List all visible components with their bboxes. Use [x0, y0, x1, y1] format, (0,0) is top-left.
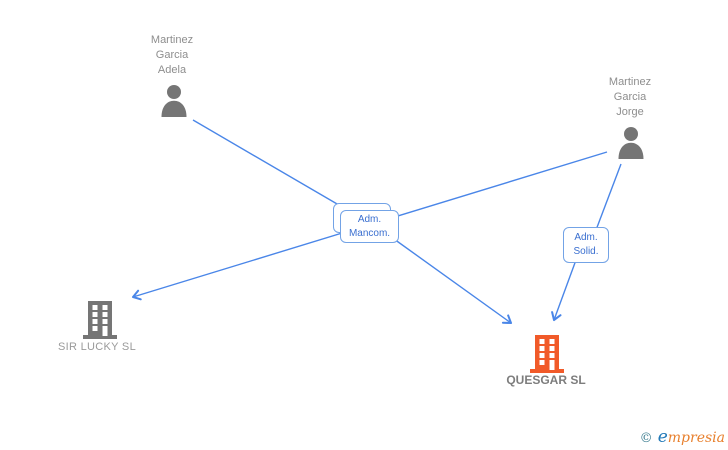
person-label-line: Garcia [155, 49, 189, 61]
person-label-line: Martinez [608, 76, 652, 88]
empresia-logo-text: mpresia [667, 430, 725, 446]
edge-mancom-to-quesgar [393, 238, 513, 325]
person-node-jorge[interactable] [616, 126, 646, 164]
empresia-logo: © empresia [640, 427, 725, 447]
relation-label-line: Adm. [357, 213, 382, 225]
company-node-sir-lucky[interactable] [81, 299, 119, 344]
relation-label-line: Mancom. [348, 227, 391, 239]
copyright-icon: © [639, 431, 653, 446]
empresia-logo-initial: e [657, 427, 668, 447]
person-label-line: Martinez [150, 34, 194, 46]
person-node-adela[interactable] [159, 84, 189, 122]
person-label-adela: Martinez Garcia Adela [92, 33, 252, 78]
relation-label-line: Adm. [574, 232, 598, 243]
person-label-jorge: Martinez Garcia Jorge [550, 75, 710, 120]
relation-label-line: Solid. [573, 246, 599, 257]
company-node-quesgar[interactable] [528, 333, 566, 378]
person-label-line: Garcia [613, 91, 647, 103]
person-icon [618, 127, 644, 159]
person-icon [161, 85, 187, 117]
person-label-line: Adela [157, 64, 187, 76]
company-label-sir-lucky: SIR LUCKY SL [58, 341, 136, 353]
building-icon [83, 301, 117, 339]
relation-box-solid[interactable]: Adm. Solid. [563, 227, 609, 263]
edge-adela-to-mancom [192, 119, 357, 216]
relation-box-mancom[interactable]: Adm. Mancom. [340, 210, 399, 243]
person-label-line: Jorge [616, 106, 644, 118]
building-icon [530, 335, 564, 373]
edge-jorge-to-solid [595, 163, 622, 231]
edge-solid-to-quesgar [551, 259, 577, 322]
company-label-quesgar: QUESGAR SL [506, 373, 586, 387]
